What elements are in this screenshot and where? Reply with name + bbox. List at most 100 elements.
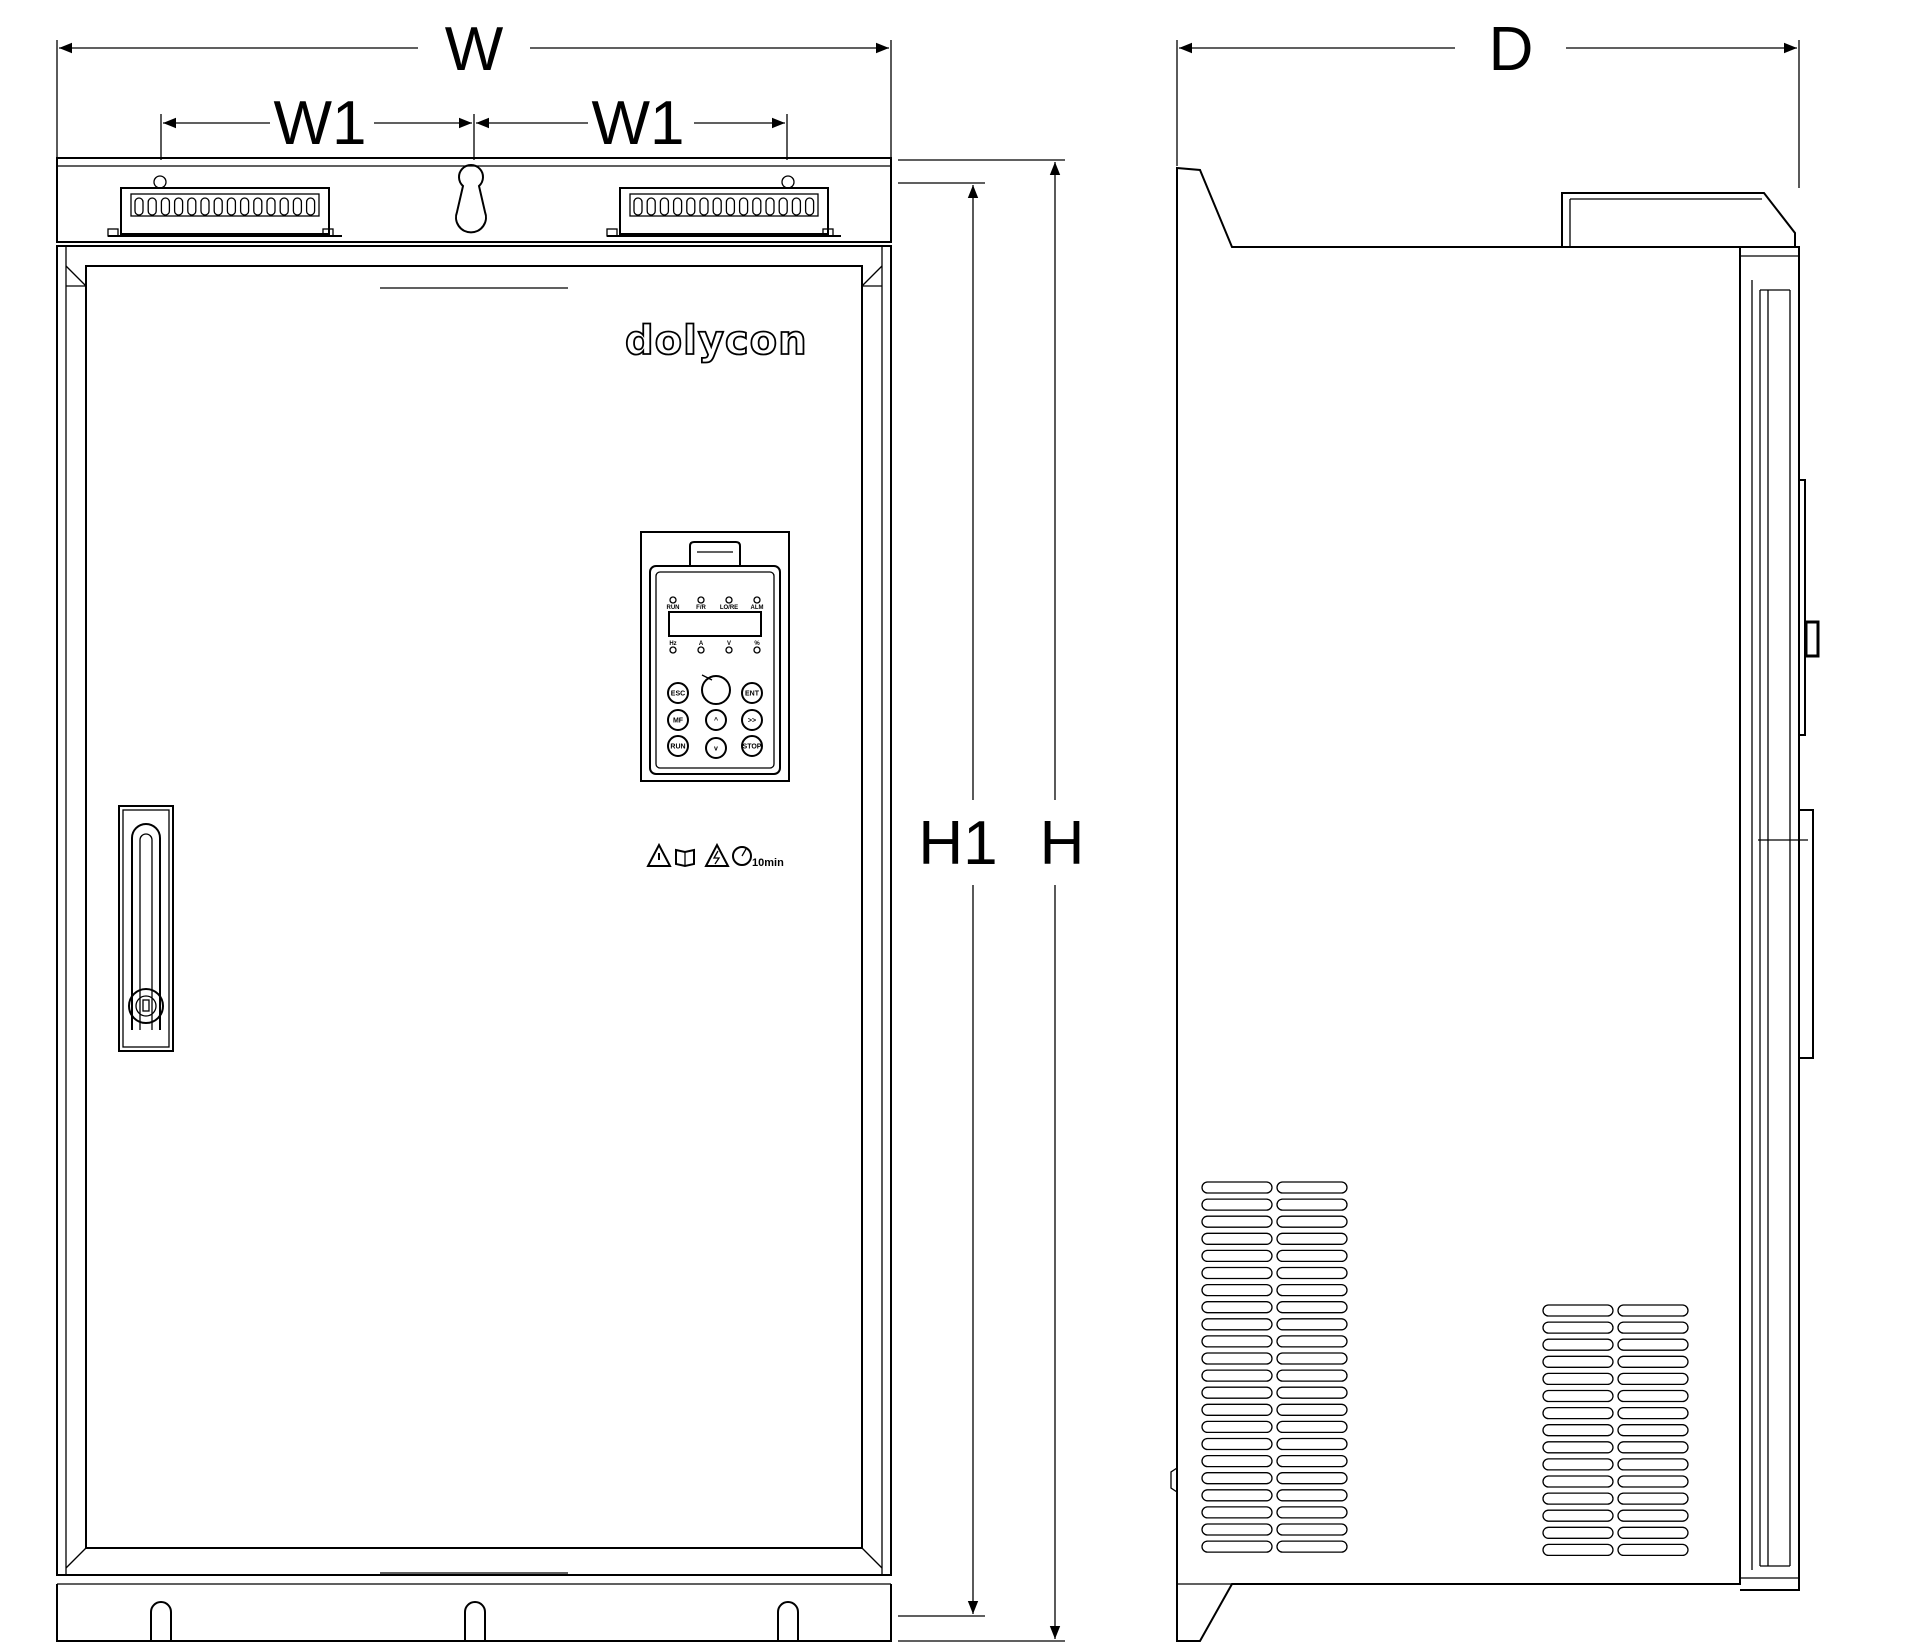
vent-slot — [1617, 1338, 1689, 1351]
keypad-key[interactable] — [741, 682, 763, 704]
vent-slot — [1542, 1475, 1614, 1488]
status-led — [753, 596, 761, 604]
unit-label: Hz — [669, 641, 676, 647]
vent-slot — [1201, 1386, 1273, 1399]
warning-triangle-icon — [646, 842, 672, 867]
door-handle[interactable] — [118, 805, 174, 1052]
vent-slot — [1201, 1420, 1273, 1434]
vent-slot — [1276, 1181, 1348, 1194]
electric-warning-icon — [704, 842, 730, 867]
unit-led — [725, 646, 733, 654]
dim-label-W1-left: W1 — [274, 89, 367, 158]
vent-slot — [1276, 1215, 1348, 1228]
side-knob — [1804, 620, 1820, 658]
vent-slot — [1276, 1489, 1348, 1502]
keypad-key[interactable] — [667, 709, 689, 731]
vent-slot — [1276, 1352, 1348, 1365]
vent-slot — [1276, 1437, 1348, 1451]
vent-slot — [1201, 1198, 1273, 1211]
side-body — [1176, 166, 1741, 1642]
vent-slot — [1617, 1441, 1689, 1454]
keypad-key[interactable] — [667, 682, 689, 704]
keypad-key[interactable] — [667, 735, 689, 757]
vent-slot — [1617, 1475, 1689, 1488]
vent-slot — [1201, 1181, 1273, 1194]
vent-slot — [1542, 1406, 1614, 1420]
vent-slot — [1542, 1321, 1614, 1334]
cabinet-body — [56, 245, 892, 1576]
vent-slot — [1276, 1318, 1348, 1331]
vent-slots-right — [1542, 1304, 1689, 1557]
vent-slot — [1617, 1406, 1689, 1420]
terminal-strip-left — [107, 187, 342, 237]
status-led — [725, 596, 733, 604]
vent-slot — [1276, 1301, 1348, 1314]
keyhole-slot — [455, 164, 487, 234]
warning-labels: 10min — [646, 842, 784, 869]
keypad-display — [668, 611, 762, 637]
side-top-bracket — [1561, 192, 1796, 247]
vent-slot — [1201, 1283, 1273, 1297]
vent-slot — [1276, 1335, 1348, 1348]
unit-label: % — [754, 641, 760, 647]
led-label: LO/RE — [720, 605, 738, 611]
vent-slot — [1201, 1489, 1273, 1502]
keypad-key-label: MF — [673, 718, 684, 725]
unit-label: V — [727, 641, 731, 647]
terminal-strip-right — [606, 187, 841, 237]
vent-slot — [1542, 1389, 1614, 1403]
dim-depth: D — [1176, 15, 1800, 188]
vent-slot — [1201, 1249, 1273, 1263]
keypad-key-label: ENT — [745, 691, 760, 698]
vent-slot — [1276, 1506, 1348, 1519]
vent-slot — [1276, 1472, 1348, 1485]
vent-slot — [1201, 1454, 1273, 1468]
status-led — [669, 596, 677, 604]
vent-slot — [1276, 1403, 1348, 1416]
keypad-key[interactable] — [741, 735, 763, 757]
keypad-dial[interactable] — [701, 675, 731, 705]
keypad-key-label: v — [714, 746, 718, 753]
vent-slot — [1542, 1355, 1614, 1368]
side-view — [1170, 166, 1820, 1642]
keypad-key-label: STOP — [743, 744, 762, 751]
vent-slot — [1617, 1543, 1689, 1557]
vent-slot — [1617, 1492, 1689, 1505]
vent-slot — [1276, 1369, 1348, 1382]
lock-icon[interactable] — [128, 988, 164, 1024]
vent-slot — [1542, 1458, 1614, 1471]
vent-slot — [1201, 1266, 1273, 1280]
vent-slot — [1201, 1318, 1273, 1331]
unit-label: A — [699, 641, 704, 647]
vent-slot — [1201, 1215, 1273, 1228]
side-handle-profile — [1798, 809, 1814, 1059]
led-label: ALM — [751, 605, 764, 611]
vent-slot — [1542, 1304, 1614, 1317]
led-label: RUN — [667, 605, 680, 611]
keypad-key[interactable] — [705, 737, 727, 759]
timer-icon — [732, 846, 752, 866]
discharge-time-label: 10min — [752, 857, 784, 869]
bottom-plate — [56, 1584, 892, 1642]
vent-slot — [1276, 1249, 1348, 1263]
vent-slot — [1617, 1372, 1689, 1386]
keypad-key-label: ESC — [671, 691, 685, 698]
keypad-key[interactable] — [741, 709, 763, 731]
vent-slot — [1542, 1441, 1614, 1454]
vent-slot — [1201, 1506, 1273, 1519]
keypad-key[interactable] — [705, 709, 727, 731]
vent-slot — [1276, 1454, 1348, 1468]
vent-slot — [1201, 1437, 1273, 1451]
vent-slot — [1617, 1526, 1689, 1539]
vent-slot — [1201, 1540, 1273, 1553]
dim-label-W: W — [445, 15, 504, 84]
dim-width: W — [56, 15, 892, 158]
vent-slot — [1201, 1301, 1273, 1314]
vent-slot — [1542, 1338, 1614, 1351]
vent-slots-left — [1201, 1181, 1348, 1553]
vent-slot — [1276, 1420, 1348, 1434]
vent-slot — [1542, 1424, 1614, 1437]
vent-slot — [1617, 1424, 1689, 1437]
